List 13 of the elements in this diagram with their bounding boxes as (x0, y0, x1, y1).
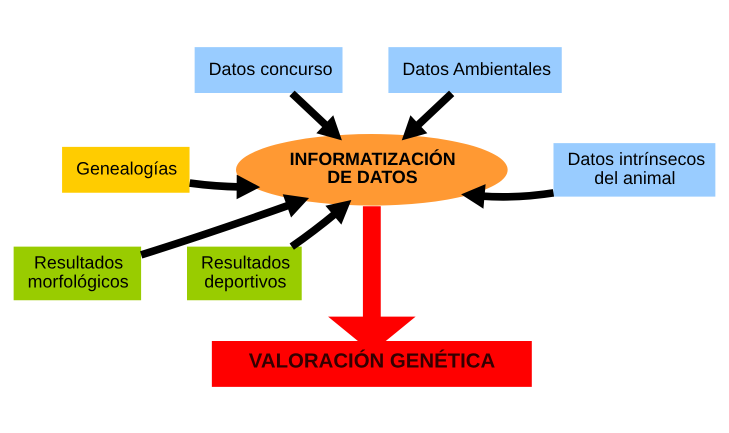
node-box: VALORACIÓN GENÉTICA (212, 340, 532, 386)
node-box: Datos concurso (194, 46, 342, 92)
arrow (189, 174, 260, 199)
arrow (461, 184, 554, 208)
node-box: Genealogías (62, 146, 190, 192)
arrow (289, 90, 342, 140)
arrow (140, 194, 310, 258)
arrow (290, 200, 352, 250)
node-box: Resultados morfológicos (14, 246, 142, 300)
node-box: Datos Ambientales (388, 46, 562, 92)
node-box: Datos intrínsecos del animal (553, 142, 716, 196)
node-box: Resultados deportivos (187, 246, 302, 300)
arrow (402, 90, 454, 140)
